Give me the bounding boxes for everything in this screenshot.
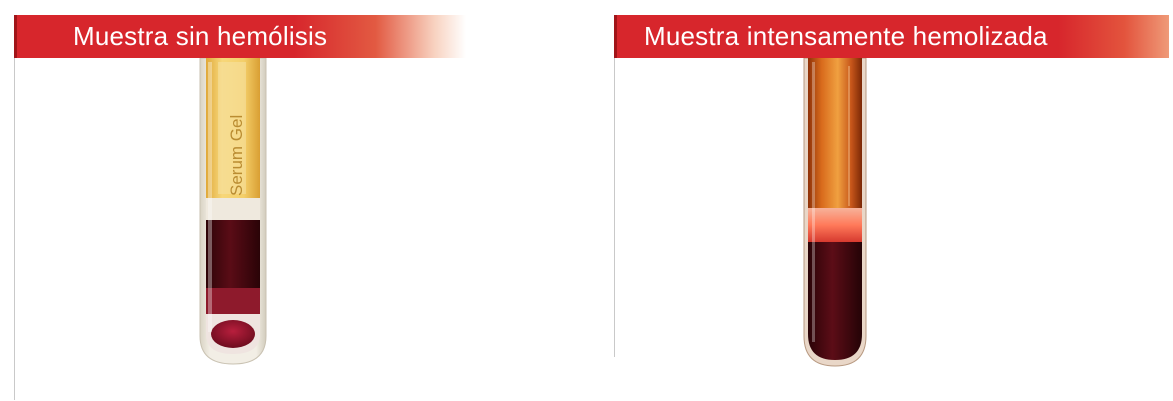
tube-photo-intense-hemolysis (803, 58, 867, 367)
serum-layer (808, 58, 862, 208)
tube-bottom-drop (211, 320, 255, 348)
cell-layer (206, 288, 260, 314)
glass-highlight (208, 62, 212, 332)
panel-border-line (614, 15, 615, 357)
glass-highlight (812, 62, 815, 342)
tube-label-strip (218, 62, 246, 194)
tube-label-text: Serum Gel (227, 115, 246, 196)
panel-title: Muestra sin hemólisis (73, 21, 328, 51)
tube-photo-no-hemolysis: Serum Gel (199, 58, 267, 365)
blood-layer (206, 220, 260, 288)
header-accent (14, 15, 17, 58)
gel-layer (206, 198, 260, 220)
header-accent (614, 15, 617, 58)
panel-title: Muestra intensamente hemolizada (644, 21, 1048, 51)
panel-border-line (14, 15, 15, 400)
blood-layer (808, 242, 862, 360)
panel-header: Muestra sin hemólisis (14, 15, 466, 58)
glass-highlight (848, 66, 850, 206)
panel-no-hemolysis: Muestra sin hemólisis (0, 0, 580, 401)
panel-header: Muestra intensamente hemolizada (614, 15, 1169, 58)
gel-layer (808, 208, 862, 242)
panel-intense-hemolysis: Muestra intensamente hemolizada (604, 0, 1173, 401)
